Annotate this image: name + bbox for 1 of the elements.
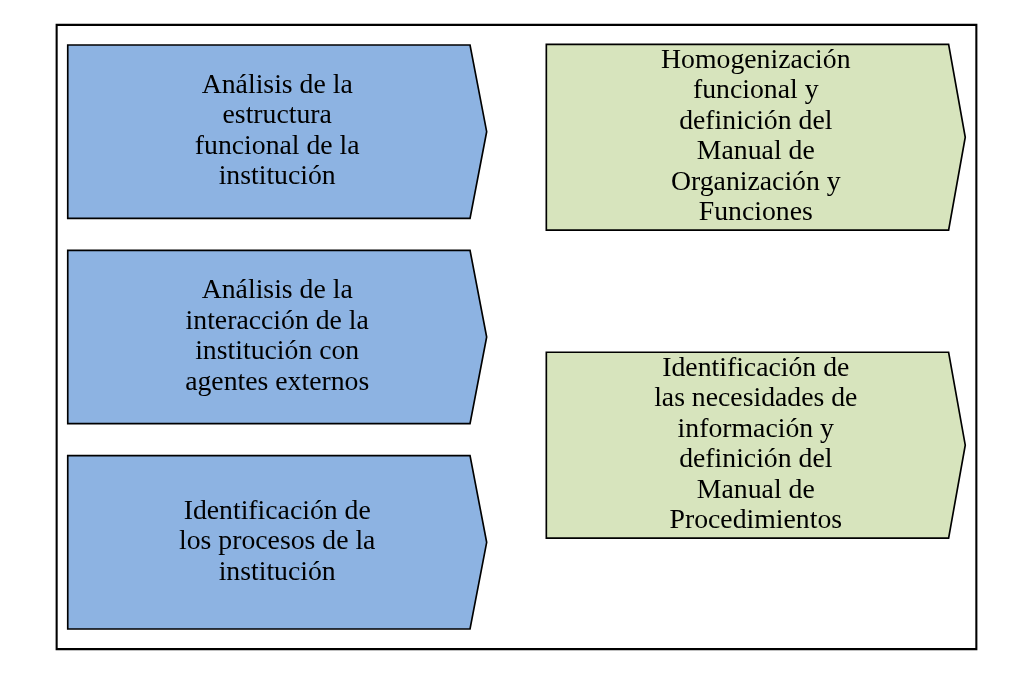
- cluster: [55, 23, 978, 651]
